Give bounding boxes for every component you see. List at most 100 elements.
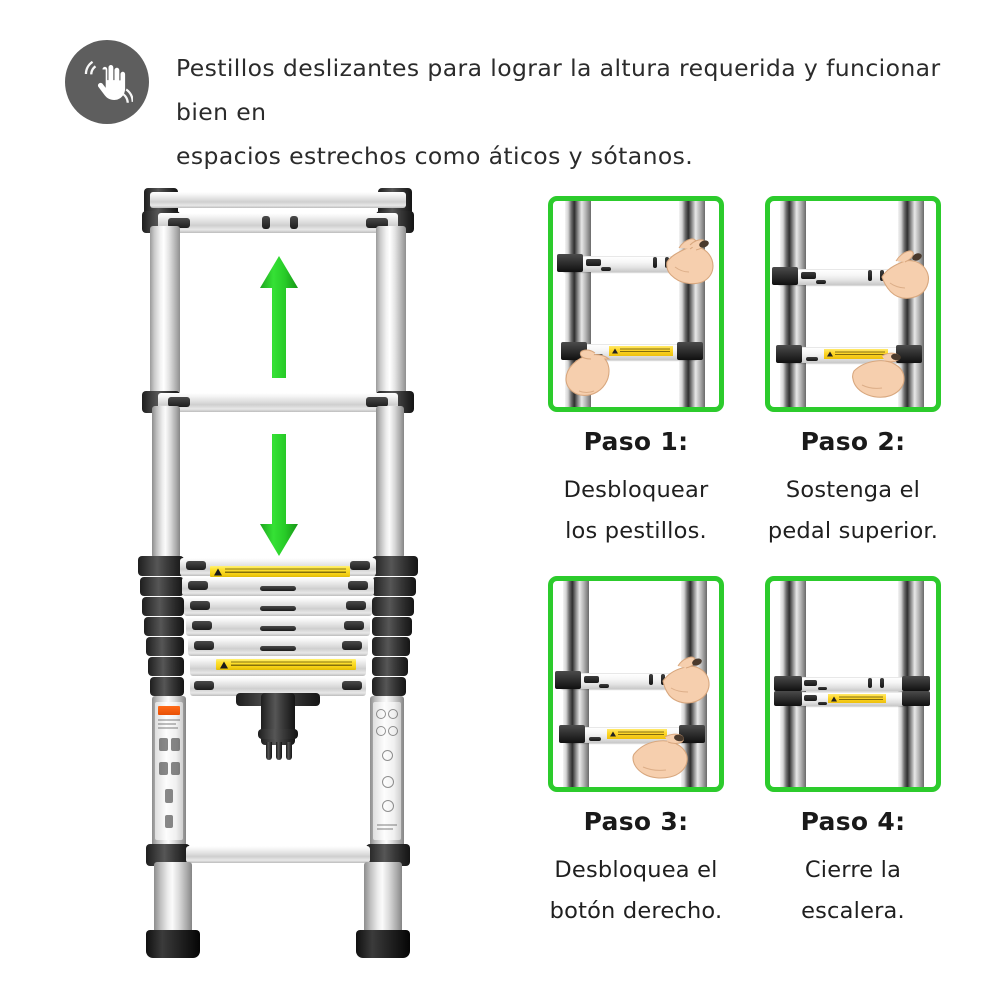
- stack-clamp: [140, 577, 184, 596]
- mini-nub: [818, 702, 827, 705]
- step-2-desc-line-2: pedal superior.: [767, 518, 939, 544]
- latch-prong: [286, 742, 292, 760]
- step-3-image: [548, 576, 724, 792]
- mini-latch: [880, 678, 884, 688]
- mini-warning-label: [607, 729, 667, 739]
- step-3-title: Paso 3:: [583, 807, 689, 836]
- step-4-desc-line-2: escalera.: [801, 898, 905, 924]
- sticker-pictogram: [165, 789, 173, 803]
- ladder-rail-left: [150, 226, 180, 394]
- stack-clamp: [372, 677, 406, 696]
- instruction-sticker-left: [155, 702, 183, 840]
- hand-upper-right: [666, 238, 714, 285]
- mini-latch: [880, 270, 884, 281]
- step-3-desc-line-2: botón derecho.: [549, 898, 723, 924]
- mini-clamp: [772, 267, 798, 285]
- mini-clamp: [896, 345, 922, 363]
- mini-nub: [804, 680, 817, 686]
- stack-clamp: [372, 556, 418, 576]
- mini-warning-label: [824, 349, 888, 359]
- ladder-leg-right: [364, 862, 402, 936]
- step-card-1: Paso 1: Desbloquear los pestillos.: [548, 196, 724, 544]
- step-2-image: [765, 196, 941, 412]
- ladder-rail-right: [376, 406, 404, 558]
- stack-clamp: [372, 637, 410, 656]
- mini-nub: [804, 695, 817, 701]
- mini-warning-label: [828, 694, 886, 703]
- stack-clamp: [372, 617, 412, 636]
- ladder-rung-top: [150, 192, 406, 208]
- mini-latch: [653, 257, 657, 268]
- rung-nub: [366, 218, 388, 228]
- hand-lower-left: [565, 349, 611, 396]
- ladder-clamp: [366, 844, 410, 866]
- rung-latch: [262, 216, 270, 229]
- stack-clamp: [142, 597, 184, 616]
- mini-clamp: [902, 676, 930, 691]
- latch-collar: [258, 729, 298, 739]
- mini-latch: [868, 678, 872, 688]
- stack-clamp: [148, 657, 184, 676]
- rung-nub: [348, 581, 368, 590]
- stack-clamp: [144, 617, 184, 636]
- mini-nub: [806, 357, 818, 361]
- telescopic-ladder-photo: [128, 178, 428, 958]
- mini-clamp: [902, 691, 930, 706]
- rung-nub: [350, 561, 370, 570]
- sticker-pictogram: [382, 800, 394, 812]
- sticker-pictogram: [159, 738, 168, 751]
- rung-nub: [188, 581, 208, 590]
- mini-nub: [586, 259, 601, 266]
- stack-clamp: [146, 637, 184, 656]
- step-card-2: Paso 2: Sostenga el pedal superior.: [765, 196, 941, 544]
- sticker-pictogram: [376, 709, 386, 719]
- ladder-foot-left: [146, 930, 200, 958]
- sticker-pictogram: [388, 726, 398, 736]
- mini-clamp: [679, 725, 705, 743]
- mini-nub: [601, 267, 611, 271]
- stack-clamp: [372, 657, 408, 676]
- mini-clamp: [774, 676, 802, 691]
- latch-slot: [260, 626, 296, 631]
- rung-nub: [190, 601, 210, 610]
- mini-rail-left: [780, 201, 806, 407]
- header-banner: Pestillos deslizantes para lograr la alt…: [0, 0, 1000, 170]
- mini-clamp: [557, 254, 583, 272]
- instruction-sticker-right: [373, 702, 401, 840]
- latch-slot: [260, 586, 296, 591]
- header-caption-line-2: espacios estrechos como áticos y sótanos…: [176, 142, 694, 170]
- sticker-pictogram: [382, 776, 394, 788]
- rung-nub: [194, 641, 214, 650]
- hand-upper-right: [881, 250, 929, 299]
- rung-nub: [194, 681, 214, 690]
- step-2-title: Paso 2:: [800, 427, 906, 456]
- up-arrow: [260, 256, 298, 378]
- rung-latch: [290, 216, 298, 229]
- mini-latch: [661, 674, 665, 685]
- ladder-rung-2: [158, 213, 398, 233]
- step-1-title: Paso 1:: [583, 427, 689, 456]
- ladder-rung-3: [158, 393, 398, 412]
- rung-nub: [186, 561, 206, 570]
- ladder-rail-left: [152, 406, 180, 558]
- mini-rail-right: [679, 201, 705, 407]
- step-4-desc-line-1: Cierre la: [804, 857, 902, 883]
- mini-nub: [584, 676, 599, 683]
- ladder-rail-right: [376, 226, 406, 394]
- mini-nub: [801, 272, 816, 279]
- rung-nub: [342, 681, 362, 690]
- latch-slot: [260, 646, 296, 651]
- stack-clamp: [372, 577, 416, 596]
- stack-clamp: [138, 556, 184, 576]
- step-4-title: Paso 4:: [800, 807, 906, 836]
- latch-prong: [276, 742, 282, 760]
- ladder-rung-bottom: [186, 846, 370, 863]
- stack-clamp: [372, 597, 414, 616]
- sticker-orange-header: [158, 706, 180, 715]
- mini-clamp: [555, 671, 581, 689]
- sticker-pictogram: [388, 709, 398, 719]
- step-card-4: Paso 4: Cierre la escalera.: [765, 576, 941, 924]
- sticker-pictogram: [165, 815, 173, 828]
- sticker-pictogram: [159, 762, 168, 775]
- rung-nub: [168, 397, 190, 407]
